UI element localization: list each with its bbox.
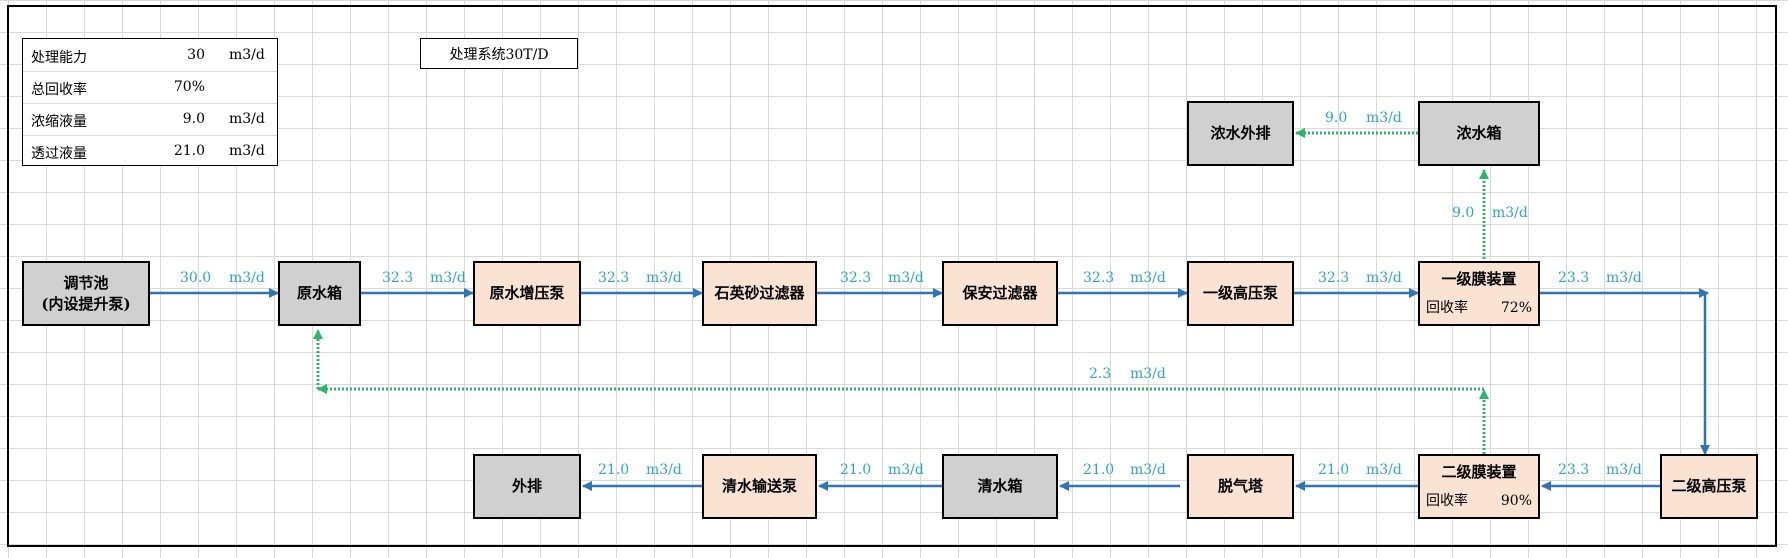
flow-unit: m3/d [646,270,682,286]
flow-unit: m3/d [1606,462,1642,478]
recovery-label: 回收率 [1426,493,1468,510]
flow-value: 21.0 [598,462,630,478]
node-waipai: 外排 [473,454,581,519]
system-title: 处理系统30T/D [420,38,578,69]
flow-value: 32.3 [840,270,872,286]
membrane-title: 一级膜装置 [1441,270,1517,288]
flow-unit: m3/d [229,270,265,286]
summary-value: 21.0 [173,143,205,159]
summary-row: 透过液量 21.0 m3/d [23,135,277,167]
node-shiyingshaguolvqi: 石英砂过滤器 [702,261,817,326]
flow-value: 23.3 [1558,270,1590,286]
summary-row: 浓缩液量 9.0 m3/d [23,103,277,136]
summary-value: 70% [173,79,205,95]
flow-unit: m3/d [1606,270,1642,286]
node-erjigaoyabeng: 二级高压泵 [1660,454,1758,519]
node-qingshuishusongbeng: 清水输送泵 [702,454,817,519]
flow-value: 9.0 [1325,110,1348,126]
node-yijigaoyabeng: 一级高压泵 [1187,261,1294,326]
flow-unit: m3/d [646,462,682,478]
flow-value: 2.3 [1089,366,1112,382]
summary-label: 处理能力 [31,50,87,66]
node-tiaojiechi: 调节池 (内设提升泵) [22,261,150,326]
node-qingshuixiang: 清水箱 [942,454,1058,519]
flow-value: 21.0 [1083,462,1115,478]
summary-label: 透过液量 [31,146,87,162]
flow-unit: m3/d [1130,366,1166,382]
summary-label: 总回收率 [31,82,87,98]
flow-value: 30.0 [180,270,212,286]
flow-unit: m3/d [888,462,924,478]
flow-unit: m3/d [1366,462,1402,478]
summary-unit: m3/d [229,47,265,63]
summary-value: 30 [187,47,205,63]
node-nongshuixiang: 浓水箱 [1418,101,1540,166]
summary-row: 总回收率 70% [23,71,277,104]
flow-value: 32.3 [1318,270,1350,286]
flow-unit: m3/d [1366,110,1402,126]
node-yuanshuixiang: 原水箱 [278,261,361,326]
flow-unit: m3/d [888,270,924,286]
summary-table: 处理能力 30 m3/d 总回收率 70% 浓缩液量 9.0 m3/d 透过液量… [22,38,278,166]
summary-unit: m3/d [229,111,265,127]
membrane-recovery: 回收率 72% [1426,299,1532,318]
recovery-value: 90% [1500,493,1532,510]
flow-value: 9.0 [1452,205,1475,221]
flow-unit: m3/d [1130,270,1166,286]
recovery-label: 回收率 [1426,300,1468,317]
node-baoanguolvqi: 保安过滤器 [942,261,1058,326]
flow-value: 21.0 [840,462,872,478]
flow-value: 21.0 [1318,462,1350,478]
summary-label: 浓缩液量 [31,114,87,130]
flow-value: 32.3 [1083,270,1115,286]
flow-unit: m3/d [1130,462,1166,478]
flow-unit: m3/d [430,270,466,286]
node-erjimo: 二级膜装置 回收率 90% [1418,454,1540,519]
flow-value: 32.3 [382,270,414,286]
flow-unit: m3/d [1366,270,1402,286]
node-yijimo: 一级膜装置 回收率 72% [1418,261,1540,326]
node-tuoqita: 脱气塔 [1187,454,1294,519]
flow-unit: m3/d [1492,205,1528,221]
membrane-recovery: 回收率 90% [1426,492,1532,511]
flow-value: 32.3 [598,270,630,286]
node-nongshuiwaipai: 浓水外排 [1187,101,1294,166]
recovery-value: 72% [1500,300,1532,317]
summary-row: 处理能力 30 m3/d [23,39,277,72]
flow-value: 23.3 [1558,462,1590,478]
diagram-frame [7,5,1777,547]
summary-value: 9.0 [182,111,205,127]
node-yuanshuizengyabeng: 原水增压泵 [473,261,581,326]
membrane-title: 二级膜装置 [1441,463,1517,481]
summary-unit: m3/d [229,143,265,159]
